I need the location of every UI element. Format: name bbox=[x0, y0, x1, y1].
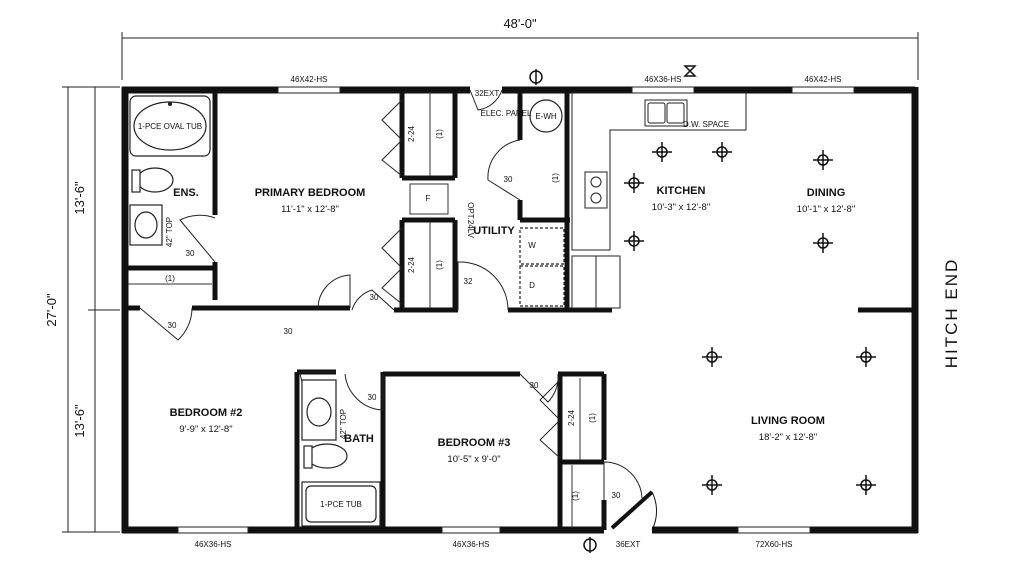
water-heater-label: E-WH bbox=[535, 112, 557, 121]
ensuite-door-size: 30 bbox=[186, 249, 195, 258]
kitchen-cabinets bbox=[571, 92, 747, 309]
closet-primary-top-shelf: (1) bbox=[435, 129, 444, 139]
panel-door-size: 30 bbox=[504, 175, 513, 184]
bath-fixtures bbox=[301, 379, 381, 527]
dining-name: DINING bbox=[807, 187, 846, 199]
dining-size: 10'-1" x 12'-8" bbox=[797, 204, 855, 215]
ensuite-vanity-top: 42" TOP bbox=[165, 217, 174, 247]
light-living-3 bbox=[702, 475, 722, 495]
linen-closet-f: F bbox=[426, 194, 431, 203]
washer-label: W bbox=[528, 241, 536, 250]
closet-primary-bottom-bifold: 2-24 bbox=[407, 256, 416, 273]
light-living-2 bbox=[856, 347, 876, 367]
bedroom2-name: BEDROOM #2 bbox=[170, 407, 243, 419]
hall-door-size: 30 bbox=[284, 327, 293, 336]
bedroom2-door-size: 30 bbox=[168, 321, 177, 330]
elec-panel-label: ELEC. PANEL bbox=[481, 109, 533, 118]
bedroom3-name: BEDROOM #3 bbox=[438, 437, 511, 449]
light-kitchen-3 bbox=[624, 173, 644, 193]
light-kitchen-2 bbox=[712, 142, 732, 162]
exterior-outlet-symbols bbox=[529, 65, 697, 553]
light-kitchen-1 bbox=[652, 142, 672, 162]
utility-door-size: 32 bbox=[464, 277, 473, 286]
front-door bbox=[610, 490, 658, 531]
bath-door-size: 30 bbox=[368, 393, 377, 402]
window-bedroom2-bottom: 46X36-HS bbox=[195, 540, 232, 549]
closet-bedroom3-shelf: (1) bbox=[588, 413, 597, 423]
ensuite-label: ENS. bbox=[173, 187, 199, 199]
ensuite-fixtures bbox=[129, 95, 211, 246]
window-living-bottom: 72X60-HS bbox=[756, 540, 793, 549]
dryer-label: D bbox=[529, 281, 535, 290]
light-kitchen-4 bbox=[624, 231, 644, 251]
light-fixtures bbox=[624, 142, 876, 495]
overall-depth-dimension: 27'-0" bbox=[44, 293, 59, 327]
living-room-name: LIVING ROOM bbox=[751, 415, 825, 427]
window-primary-top: 46X42-HS bbox=[291, 75, 328, 84]
oval-tub-label: 1-PCE OVAL TUB bbox=[138, 122, 202, 131]
bifold-doors bbox=[381, 99, 561, 459]
window-kitchen-top: 46X36-HS bbox=[645, 75, 682, 84]
closet-primary-top-bifold: 2-24 bbox=[407, 125, 416, 142]
kitchen-size: 10'-3" x 12'-8" bbox=[652, 202, 710, 213]
opt-24lv-label: OPT.24LV bbox=[466, 202, 475, 239]
closet-entry-shelf: (1) bbox=[571, 491, 580, 501]
living-room-size: 18'-2" x 12'-8" bbox=[759, 432, 817, 443]
overall-width-dimension: 48'-0" bbox=[503, 16, 537, 31]
primary-door-size: 30 bbox=[370, 293, 379, 302]
window-dining-top: 46X42-HS bbox=[805, 75, 842, 84]
lower-depth-dimension: 13'-6" bbox=[72, 404, 87, 438]
light-dining-1 bbox=[813, 150, 833, 170]
dishwasher-space-label: D.W. SPACE bbox=[683, 120, 729, 129]
windows bbox=[177, 86, 855, 534]
tub-label: 1-PCE TUB bbox=[320, 500, 362, 509]
upper-depth-dimension: 13'-6" bbox=[72, 181, 87, 215]
hitch-end-label: HITCH END bbox=[942, 258, 961, 369]
bedroom3-size: 10'-5" x 9'-0" bbox=[447, 454, 500, 465]
front-exterior-door: 36EXT bbox=[616, 540, 641, 549]
utility-label: UTILITY bbox=[473, 225, 515, 237]
closet-utility-shelf: (1) bbox=[551, 173, 560, 183]
bedroom3-door-size: 30 bbox=[530, 381, 539, 390]
closet-primary-bottom-shelf: (1) bbox=[435, 260, 444, 270]
bedroom2-size: 9'-9" x 12'-8" bbox=[179, 424, 232, 435]
bath-vanity-top: 42" TOP bbox=[339, 409, 348, 439]
linen-ensuite-shelf: (1) bbox=[165, 274, 175, 283]
rear-exterior-door: 32EXT bbox=[475, 89, 500, 98]
closet-lines bbox=[128, 92, 581, 528]
entry-closet-door-size: 30 bbox=[612, 491, 621, 500]
kitchen-name: KITCHEN bbox=[657, 185, 706, 197]
light-living-1 bbox=[702, 347, 722, 367]
closet-bedroom3-bifold: 2-24 bbox=[567, 409, 576, 426]
light-living-4 bbox=[856, 475, 876, 495]
utility-fixtures bbox=[519, 99, 565, 307]
light-dining-2 bbox=[813, 233, 833, 253]
dimension-lines bbox=[62, 32, 919, 533]
bath-label: BATH bbox=[344, 433, 374, 445]
primary-bedroom-size: 11'-1" x 12'-8" bbox=[281, 204, 339, 215]
primary-bedroom-name: PRIMARY BEDROOM bbox=[255, 187, 366, 199]
window-bedroom3-bottom: 46X36-HS bbox=[453, 540, 490, 549]
interior-walls bbox=[125, 90, 915, 530]
